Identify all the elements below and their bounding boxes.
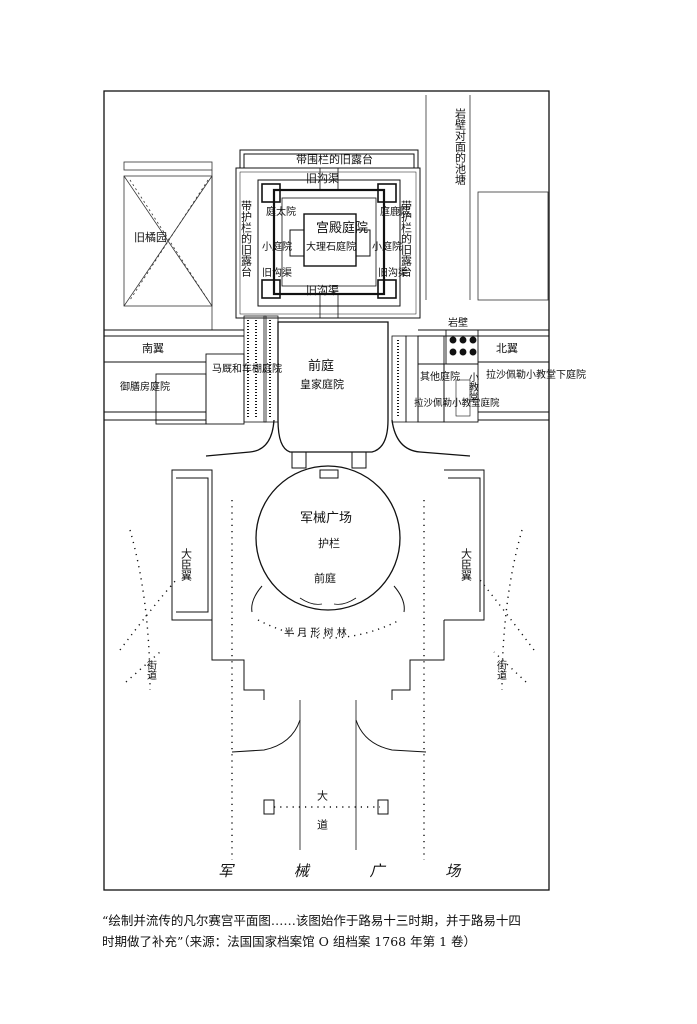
orangery-block [123, 161, 213, 330]
label-forecourt: 前庭 [308, 358, 334, 374]
label-small-chapel: 小教堂 [467, 372, 479, 402]
label-old-ditch-bottom: 旧沟渠 [306, 284, 339, 297]
label-street-left: 街道 [145, 659, 157, 680]
label-old-ditch-top: 旧沟渠 [306, 172, 339, 185]
label-street-right: 街道 [495, 659, 507, 680]
tree-rows [119, 500, 535, 860]
label-terrace-right: 带护栏的旧露台 [400, 200, 413, 277]
label-north-wing: 北翼 [496, 342, 518, 355]
label-small-court-l: 小庭院 [262, 240, 292, 253]
plan-labels: 岩壁对面的池塘 带围栏的旧露台 旧沟渠 带护栏的旧露台 带护栏的旧露台 庭太院 … [120, 107, 586, 880]
label-terrace-left: 带护栏的旧露台 [240, 200, 253, 277]
plan-frame [103, 90, 550, 891]
label-south-wing: 南翼 [142, 342, 164, 355]
label-small-court-tr: 庭鹿院 [380, 205, 410, 218]
label-crescent-grove: 半 月 形 树 林 [284, 626, 347, 639]
label-marble-court: 大理石庭院 [306, 240, 356, 253]
forecourt-outline [205, 321, 471, 457]
label-old-orangery: 旧橘园 [134, 231, 167, 244]
wing-band [104, 329, 549, 425]
label-old-ditch-left: 旧沟渠 [262, 266, 292, 279]
label-minister-left: 大臣翼 [180, 547, 193, 582]
label-small-court-r: 小庭院 [372, 240, 402, 253]
figure-caption: “绘制并流传的凡尔赛宫平面图……该图始作于路易十三时期，并于路易十四 时期做了补… [102, 910, 602, 952]
label-minister-right: 大臣翼 [460, 547, 473, 582]
label-royal-court: 皇家庭院 [300, 377, 344, 391]
lower-square [211, 620, 445, 850]
label-old-ditch-right: 旧沟渠 [378, 266, 408, 279]
label-big-square: 军 械 广 场 [218, 862, 488, 880]
arms-circle [251, 465, 405, 613]
label-arms-square: 军械广场 [300, 511, 352, 526]
caption-line-2: 时期做了补充”（来源：法国国家档案馆 O 组档案 1768 年第 1 卷） [102, 934, 476, 949]
label-railing: 护栏 [318, 536, 340, 550]
caption-line-1: “绘制并流传的凡尔赛宫平面图……该图始作于路易十三时期，并于路易十四 [102, 913, 521, 928]
label-small-court-tl: 庭太院 [266, 205, 296, 218]
label-yanbi-pond: 岩壁对面的池塘 [454, 107, 467, 186]
palace-walls [235, 149, 421, 319]
label-kitchen-court: 御膳房庭院 [120, 380, 170, 393]
right-block [425, 95, 549, 301]
gate-pavilions [291, 451, 367, 479]
label-palace-court: 宫殿庭院 [316, 220, 368, 236]
label-lashape-small-court: 拉沙佩勒小教堂庭院 [414, 397, 500, 409]
label-yanbi: 岩壁 [448, 316, 468, 329]
label-old-terrace-top: 带围栏的旧露台 [296, 152, 373, 166]
label-avenue: 大道 [316, 789, 329, 848]
label-other-court: 其他庭院 [420, 370, 460, 383]
label-forecourt-lower: 前庭 [314, 571, 336, 585]
label-lashape-lower-court: 拉沙佩勒小教堂下庭院 [486, 368, 586, 381]
label-stable-court: 马厩和车棚庭院 [212, 362, 282, 375]
